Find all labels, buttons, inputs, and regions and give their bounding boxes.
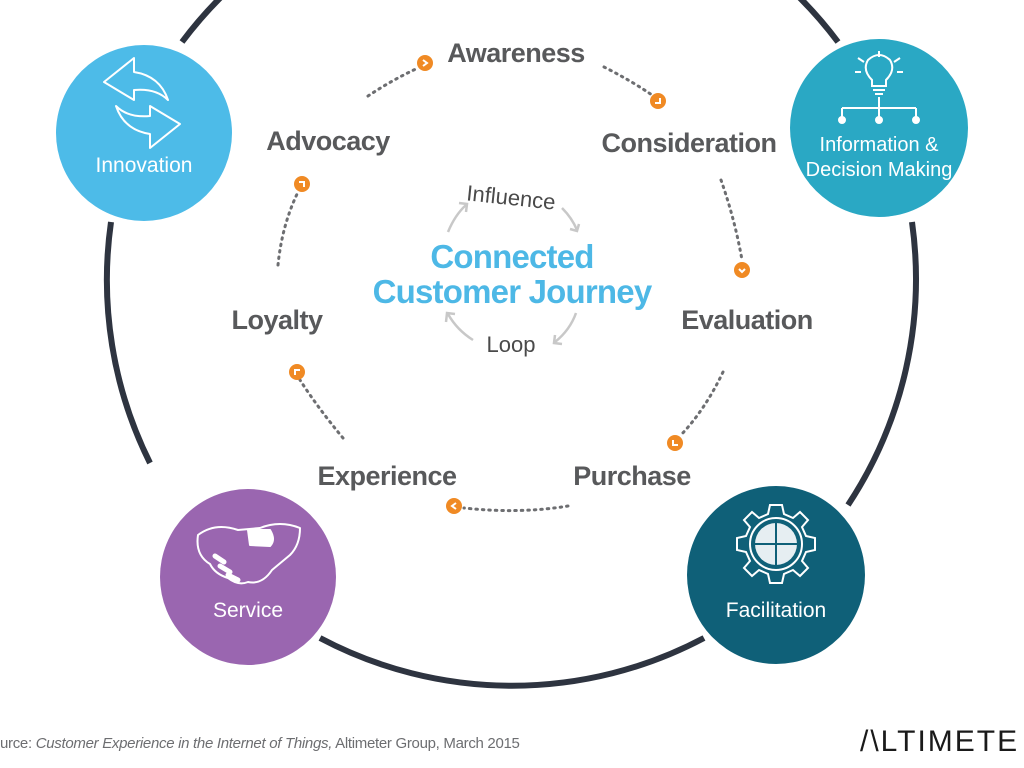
hub-innovation: Innovation (56, 45, 232, 221)
connector-consideration-evaluation (719, 178, 744, 262)
stage-purchase: Purchase (573, 461, 691, 491)
hub-information-label-line2: Decision Making (806, 159, 953, 181)
hub-facilitation-label: Facilitation (726, 599, 826, 622)
marker-experience-icon (446, 498, 462, 514)
stage-experience: Experience (317, 461, 457, 491)
stage-advocacy: Advocacy (266, 126, 390, 156)
source-title: Customer Experience in the Internet of T… (35, 735, 333, 752)
source-prefix: urce: (0, 735, 36, 752)
connector-advocacy-awareness (366, 66, 420, 98)
hub-innovation-label: Innovation (96, 154, 193, 177)
marker-purchase-icon (667, 435, 683, 451)
altimeter-logo: /\LTIMETE (860, 725, 1020, 758)
stage-connectors (276, 65, 744, 513)
handshake-icon (196, 523, 301, 585)
hub-information-label-line1: Information & (820, 134, 940, 156)
gear-puzzle-icon (736, 504, 816, 584)
stage-awareness: Awareness (447, 38, 585, 68)
source-citation: urce: Customer Experience in the Interne… (0, 735, 520, 752)
connector-experience-loyalty (298, 378, 345, 440)
loop-arrow-bottom-left-icon (446, 313, 474, 342)
loop-arrow-bottom-right-icon (554, 312, 578, 343)
loop-word-influence: Influence (465, 180, 556, 214)
marker-consideration-icon (650, 93, 666, 109)
outer-ring (103, 0, 919, 689)
marker-advocacy-icon (294, 176, 310, 192)
marker-loyalty-icon (289, 364, 305, 380)
center-title-line1: Connected (430, 238, 593, 275)
ring-arc-top (179, 0, 841, 44)
stage-evaluation: Evaluation (681, 305, 813, 335)
ring-arc-bottom (318, 635, 706, 689)
marker-awareness-icon (417, 55, 433, 71)
center-loop: Influence Connected Customer Journey Loo… (373, 180, 654, 357)
loop-arrow-top-right-icon (561, 207, 579, 231)
connector-evaluation-purchase (678, 370, 725, 438)
marker-evaluation-icon (734, 262, 750, 278)
loop-arrow-top-left-icon (446, 204, 467, 233)
hub-information: Information & Decision Making (790, 39, 968, 217)
stage-consideration: Consideration (601, 128, 776, 158)
stage-markers (289, 55, 750, 514)
center-title-line2: Customer Journey (373, 273, 653, 310)
arrows-exchange-icon (103, 57, 181, 149)
ring-arc-left (103, 221, 153, 465)
ring-arc-right (845, 221, 919, 507)
loop-arrows (444, 201, 581, 346)
connector-loyalty-advocacy (276, 190, 300, 267)
connector-awareness-consideration (602, 65, 654, 97)
connector-purchase-experience (462, 504, 570, 513)
source-suffix: Altimeter Group, March 2015 (332, 735, 520, 752)
hub-service: Service (160, 489, 336, 665)
loop-word-loop: Loop (487, 332, 536, 357)
hub-service-label: Service (213, 599, 283, 622)
hub-facilitation: Facilitation (687, 486, 865, 664)
stage-loyalty: Loyalty (231, 305, 323, 335)
stage-labels: Awareness Consideration Evaluation Purch… (231, 38, 813, 491)
lightbulb-network-icon (838, 51, 920, 124)
